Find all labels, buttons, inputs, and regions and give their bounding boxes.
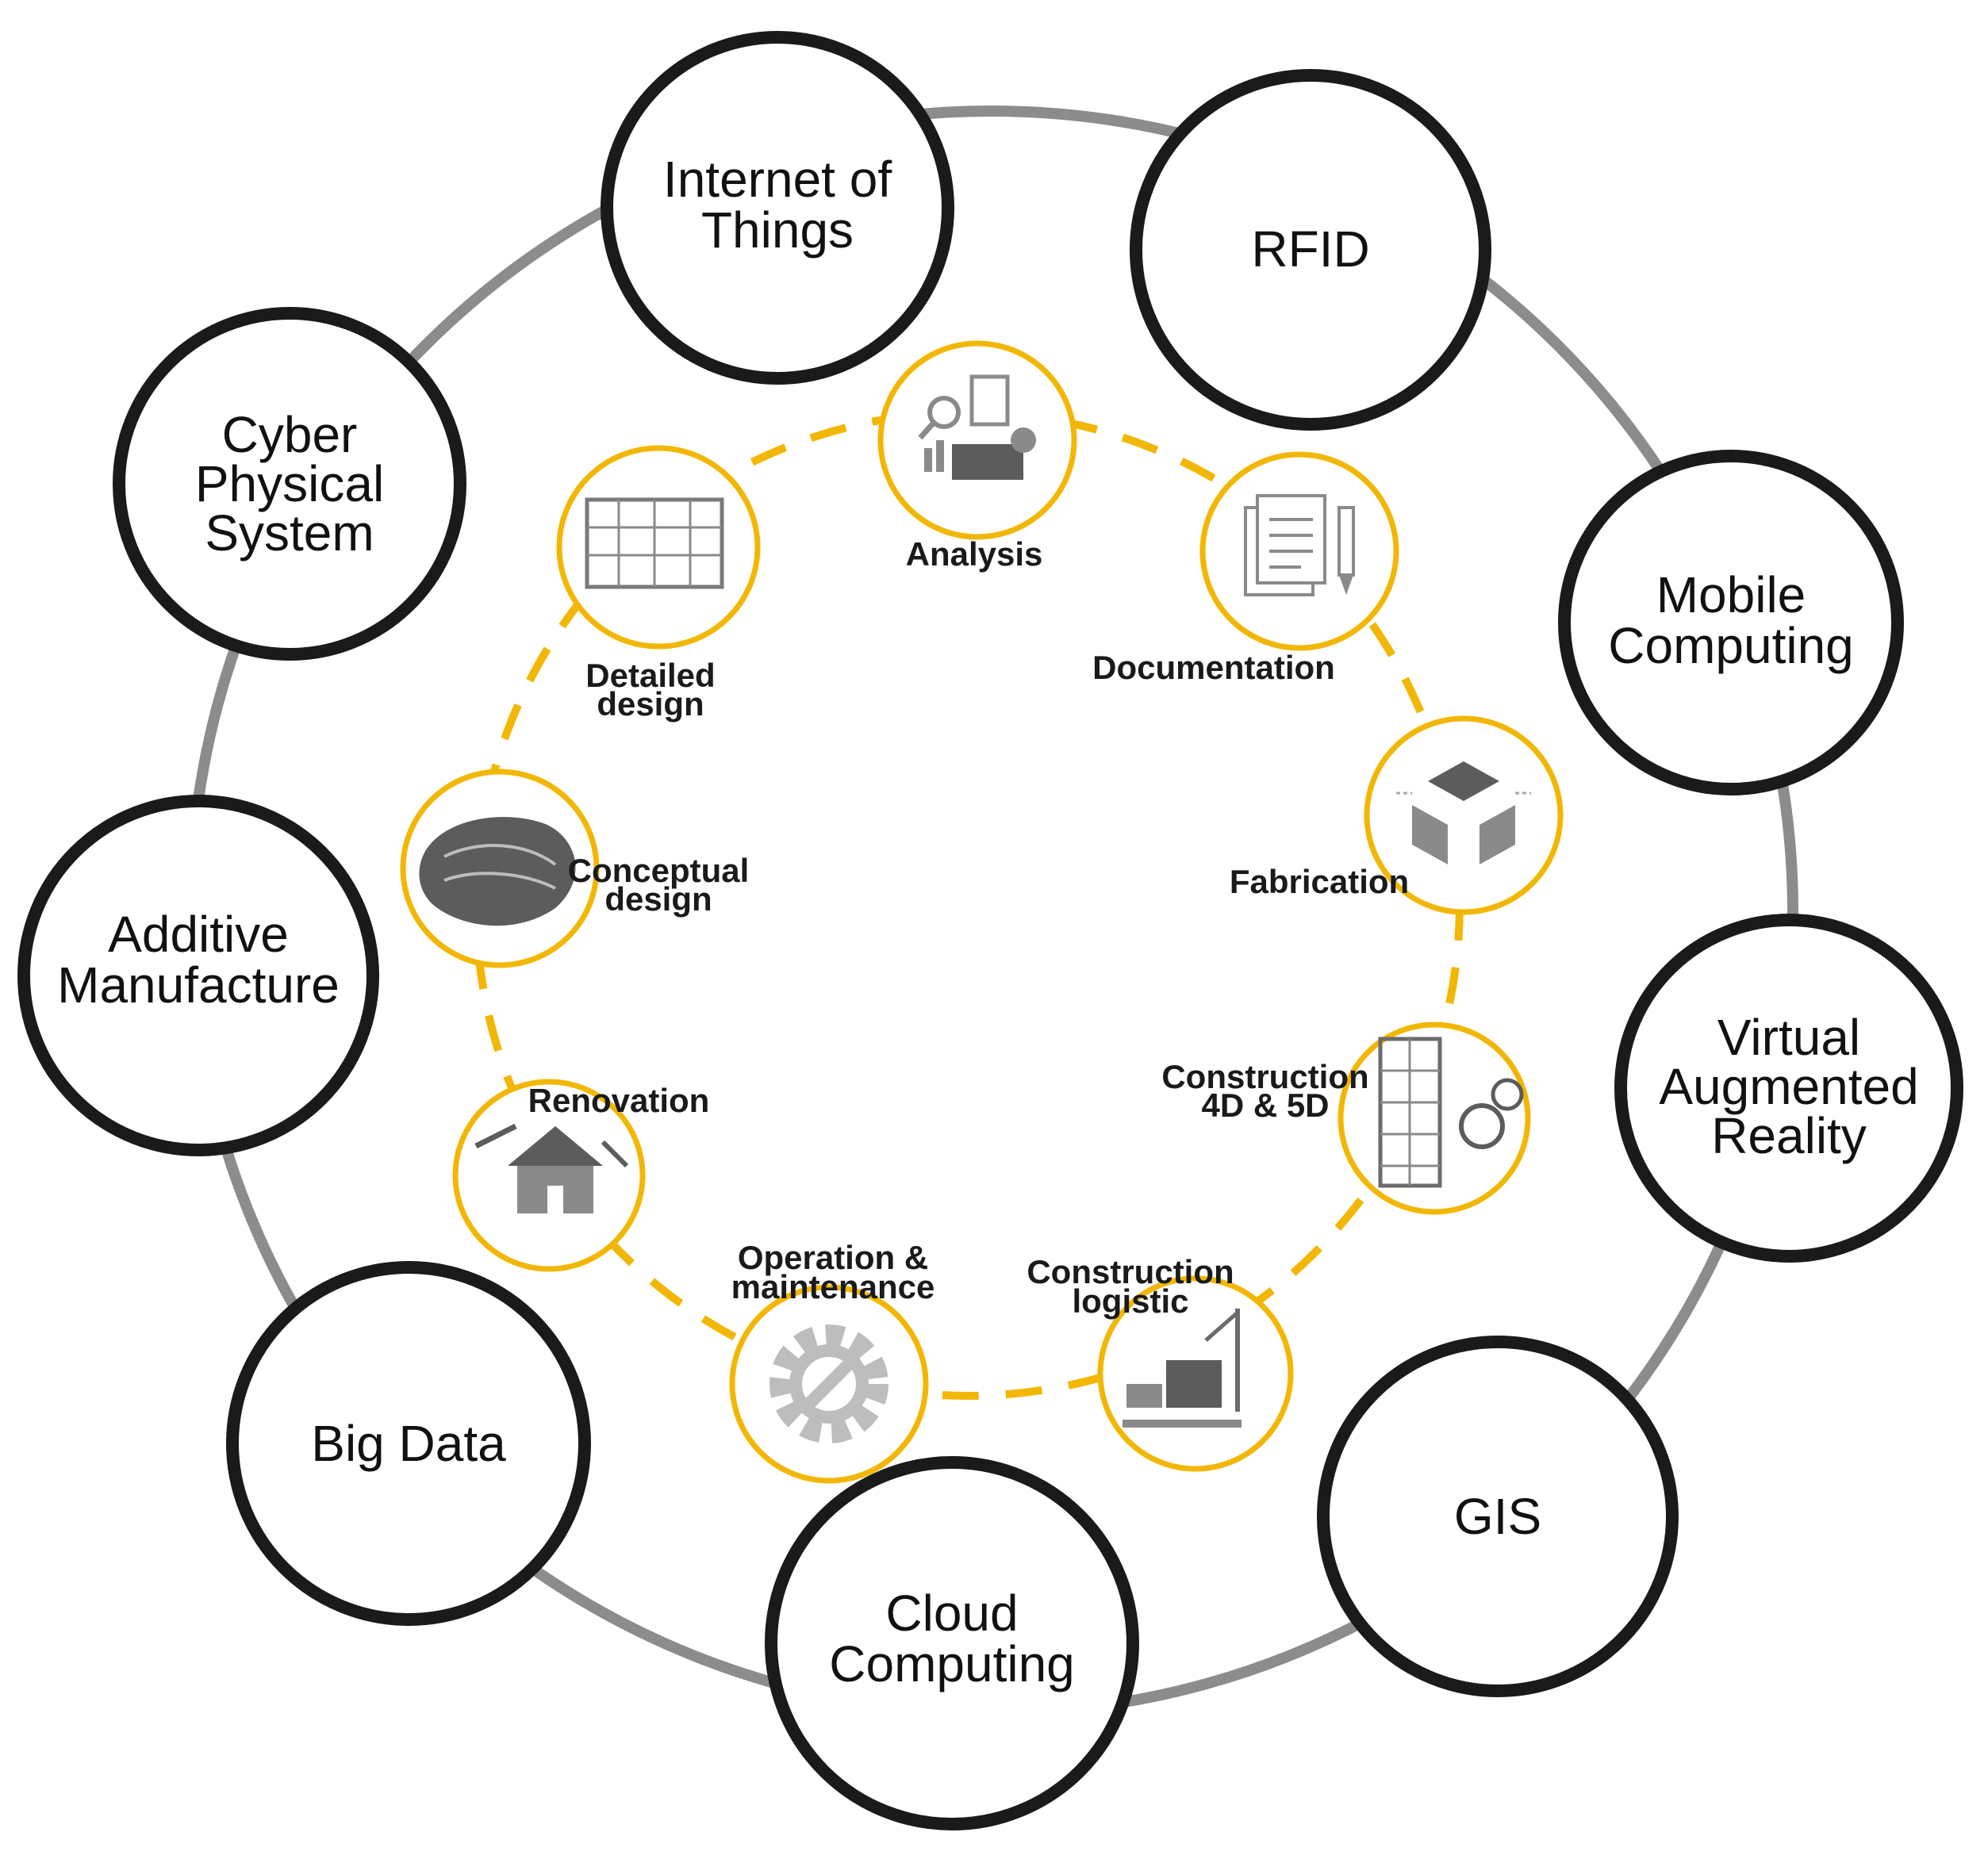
tech-node-big-data: Big Data [226,1261,591,1626]
phase-node-fabrication: Fabrication [1230,715,1564,915]
freeform-shell-icon [419,817,576,926]
tech-label: Big Data [311,1415,506,1472]
phase-node-analysis: Analysis [877,340,1077,573]
phase-node-operation: Operation &maintenance [729,1239,935,1484]
phase-label: Fabrication [1230,863,1409,900]
building-frame-icon [585,497,724,589]
document-pencil-icon [1244,494,1355,596]
crane-site-icon [1123,1309,1242,1428]
phase-label: Operation &maintenance [731,1239,935,1305]
tech-node-rfid: RFID [1130,69,1491,431]
tech-label: RFID [1251,220,1369,278]
phase-node-renovation: Renovation [452,1079,710,1272]
house-tools-icon [474,1123,629,1213]
tower-clock-icon [1378,1037,1524,1188]
tech-label: GIS [1454,1488,1541,1545]
analysis-icon [918,374,1036,480]
phase-label: Documentation [1092,649,1335,686]
gear-wrench-icon [769,1324,888,1443]
phase-node-documentation: Documentation [1092,451,1399,686]
box-assembly-icon [1396,761,1531,864]
tech-node-gis: GIS [1317,1336,1679,1697]
phase-label: Analysis [906,535,1043,573]
phase-label: Renovation [528,1082,710,1119]
